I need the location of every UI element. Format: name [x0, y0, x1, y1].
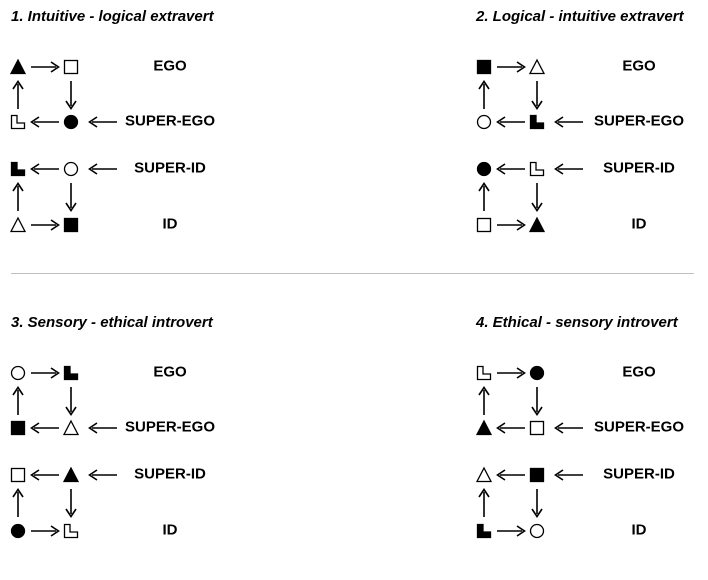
left-arrow [495, 421, 526, 435]
right-arrow [30, 366, 60, 380]
left-arrow [495, 115, 526, 129]
left-arrow [554, 421, 584, 435]
black-corner-icon [475, 522, 493, 540]
white-circle-icon [62, 160, 80, 178]
right-arrow [496, 60, 526, 74]
black-circle-icon [475, 160, 493, 178]
left-arrow [495, 468, 526, 482]
up-arrow [477, 79, 491, 110]
black-corner-icon [62, 364, 80, 382]
white-square-icon [528, 419, 546, 437]
id-label: ID [162, 521, 178, 539]
white-square-icon [9, 466, 27, 484]
super-ego-label: SUPER-EGO [593, 418, 685, 436]
left-arrow [88, 115, 118, 129]
left-arrow [88, 162, 118, 176]
right-arrow [30, 60, 60, 74]
right-arrow [30, 218, 60, 232]
panel-title: 1. Intuitive - logical extravert [11, 8, 214, 25]
black-corner-icon [528, 113, 546, 131]
ego-label: EGO [153, 363, 187, 381]
black-triangle-icon [475, 419, 493, 437]
left-arrow [29, 115, 60, 129]
white-triangle-icon [62, 419, 80, 437]
white-corner-icon [9, 113, 27, 131]
id-label: ID [631, 215, 647, 233]
right-arrow [496, 524, 526, 538]
id-label: ID [631, 521, 647, 539]
panel-1: 1. Intuitive - logical extravert EGO SUP… [0, 0, 354, 274]
super-ego-label: SUPER-EGO [124, 418, 216, 436]
black-triangle-icon [528, 216, 546, 234]
black-square-icon [475, 58, 493, 76]
white-square-icon [475, 216, 493, 234]
black-triangle-icon [62, 466, 80, 484]
black-triangle-icon [9, 58, 27, 76]
left-arrow [554, 162, 584, 176]
super-id-label: SUPER-ID [603, 465, 675, 483]
ego-label: EGO [622, 363, 656, 381]
left-arrow [29, 468, 60, 482]
white-square-icon [62, 58, 80, 76]
left-arrow [554, 115, 584, 129]
down-arrow [530, 488, 544, 518]
white-circle-icon [528, 522, 546, 540]
super-ego-label: SUPER-EGO [593, 112, 685, 130]
up-arrow [477, 182, 491, 212]
id-label: ID [162, 215, 178, 233]
right-arrow [496, 218, 526, 232]
white-circle-icon [9, 364, 27, 382]
left-arrow [88, 421, 118, 435]
panel-2: 2. Logical - intuitive extravert EGO SUP… [354, 0, 708, 274]
ego-label: EGO [622, 57, 656, 75]
up-arrow [11, 79, 25, 110]
black-corner-icon [9, 160, 27, 178]
black-square-icon [528, 466, 546, 484]
white-corner-icon [475, 364, 493, 382]
black-circle-icon [9, 522, 27, 540]
panel-4: 4. Ethical - sensory introvert EGO SUPER… [354, 306, 708, 580]
white-triangle-icon [9, 216, 27, 234]
up-arrow [11, 182, 25, 212]
black-square-icon [62, 216, 80, 234]
right-arrow [496, 366, 526, 380]
down-arrow [530, 386, 544, 416]
down-arrow [64, 386, 78, 416]
up-arrow [477, 488, 491, 518]
super-id-label: SUPER-ID [134, 465, 206, 483]
divider [11, 273, 694, 274]
white-corner-icon [62, 522, 80, 540]
down-arrow [64, 182, 78, 212]
panel-title: 2. Logical - intuitive extravert [476, 8, 684, 25]
down-arrow [530, 182, 544, 212]
left-arrow [495, 162, 526, 176]
left-arrow [29, 421, 60, 435]
down-arrow [530, 80, 544, 110]
super-id-label: SUPER-ID [134, 159, 206, 177]
white-triangle-icon [528, 58, 546, 76]
down-arrow [64, 80, 78, 110]
left-arrow [29, 162, 60, 176]
panel-title: 3. Sensory - ethical introvert [11, 314, 213, 331]
up-arrow [11, 488, 25, 518]
white-circle-icon [475, 113, 493, 131]
super-ego-label: SUPER-EGO [124, 112, 216, 130]
up-arrow [477, 385, 491, 416]
left-arrow [88, 468, 118, 482]
white-triangle-icon [475, 466, 493, 484]
super-id-label: SUPER-ID [603, 159, 675, 177]
up-arrow [11, 385, 25, 416]
black-circle-icon [62, 113, 80, 131]
black-square-icon [9, 419, 27, 437]
panel-3: 3. Sensory - ethical introvert EGO SUPER… [0, 306, 354, 580]
down-arrow [64, 488, 78, 518]
right-arrow [30, 524, 60, 538]
white-corner-icon [528, 160, 546, 178]
panel-title: 4. Ethical - sensory introvert [476, 314, 678, 331]
ego-label: EGO [153, 57, 187, 75]
black-circle-icon [528, 364, 546, 382]
left-arrow [554, 468, 584, 482]
